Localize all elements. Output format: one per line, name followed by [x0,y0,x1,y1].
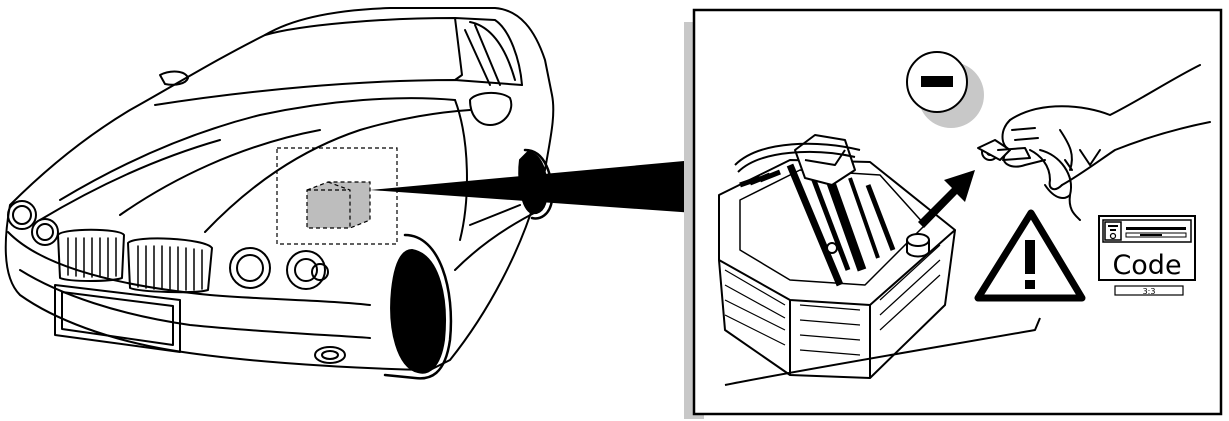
code-ratio: 3:3 [1143,287,1156,296]
zoom-pointer [370,160,695,213]
battery-location-marker [276,147,398,245]
battery [718,134,1041,386]
code-panel: Code 3:3 [1098,215,1196,296]
warning-icon [974,209,1086,302]
hand-holding-clamp [977,64,1211,221]
code-label: Code [1112,250,1181,281]
negative-terminal-symbol [906,51,984,128]
lift-arrow-icon [918,170,975,228]
